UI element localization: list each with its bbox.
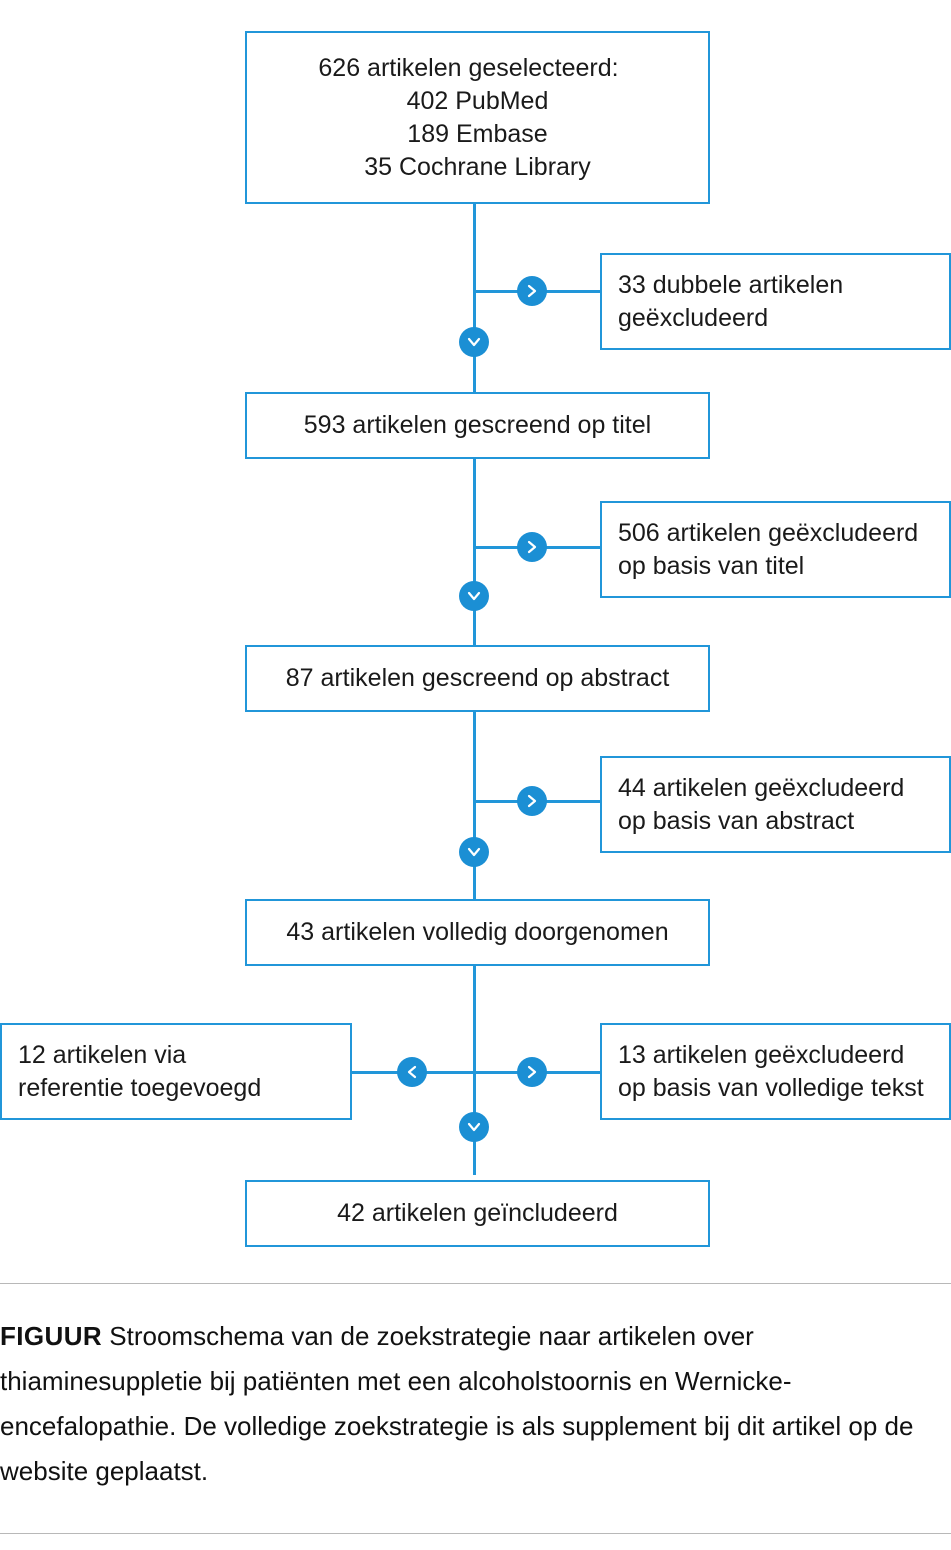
node-line: op basis van volledige tekst: [618, 1073, 924, 1102]
arrow-down-icon: [459, 327, 489, 357]
node-fulltext-assessed: 43 artikelen volledig doorgenomen: [245, 899, 710, 966]
node-line: 402 PubMed: [406, 86, 549, 115]
arrow-down-icon: [459, 837, 489, 867]
node-line: 44 artikelen geëxcludeerd: [618, 773, 905, 802]
figure-label: FIGUUR: [0, 1321, 103, 1351]
node-included: 42 artikelen geïncludeerd: [245, 1180, 710, 1247]
flowchart-canvas: 626 artikelen geselecteerd: 402 PubMed 1…: [0, 31, 951, 1247]
node-line: 87 artikelen gescreend op abstract: [285, 664, 670, 692]
node-identified: 626 artikelen geselecteerd: 402 PubMed 1…: [245, 31, 710, 204]
node-line: 33 dubbele artikelen: [618, 270, 844, 299]
arrow-left-icon: [397, 1057, 427, 1087]
node-line: 35 Cochrane Library: [364, 152, 591, 181]
node-excluded-abstract: 44 artikelen geëxcludeerd op basis van a…: [600, 756, 951, 853]
arrow-right-icon: [517, 1057, 547, 1087]
node-excluded-title: 506 artikelen geëxcludeerd op basis van …: [600, 501, 951, 598]
node-line: 43 artikelen volledig doorgenomen: [286, 918, 669, 946]
arrow-right-icon: [517, 532, 547, 562]
caption-bottom-rule: [0, 1533, 951, 1534]
node-line: geëxcludeerd: [618, 303, 769, 332]
connector-spine-2: [473, 459, 476, 649]
connector-spine-3: [473, 712, 476, 902]
arrow-right-icon: [517, 276, 547, 306]
node-line: op basis van abstract: [618, 806, 855, 835]
node-line: 189 Embase: [407, 119, 548, 148]
node-excluded-duplicates: 33 dubbele artikelen geëxcludeerd: [600, 253, 951, 350]
connector-spine-4: [473, 966, 476, 1175]
figure-caption: FIGUUR Stroomschema van de zoekstrategie…: [0, 1284, 951, 1494]
node-line: 593 artikelen gescreend op titel: [303, 411, 652, 439]
node-line: 506 artikelen geëxcludeerd: [618, 518, 919, 547]
node-line: 626 artikelen geselecteerd:: [318, 53, 619, 82]
node-line: 42 artikelen geïncludeerd: [337, 1199, 618, 1227]
node-screened-title: 593 artikelen gescreend op titel: [245, 392, 710, 459]
node-identified-text: 626 artikelen geselecteerd: 402 PubMed 1…: [318, 52, 618, 184]
node-screened-abstract: 87 artikelen gescreend op abstract: [245, 645, 710, 712]
node-excluded-fulltext: 13 artikelen geëxcludeerd op basis van v…: [600, 1023, 951, 1120]
node-line: op basis van titel: [618, 551, 805, 580]
node-line: referentie toegevoegd: [18, 1073, 262, 1102]
figure-caption-block: FIGUUR Stroomschema van de zoekstrategie…: [0, 1283, 951, 1494]
caption-top-rule: [0, 1283, 951, 1284]
arrow-right-icon: [517, 786, 547, 816]
connector-spine-1: [473, 204, 476, 392]
figure-caption-text: Stroomschema van de zoekstrategie naar a…: [0, 1321, 914, 1486]
node-line: 13 artikelen geëxcludeerd: [618, 1040, 905, 1069]
arrow-down-icon: [459, 1112, 489, 1142]
arrow-down-icon: [459, 581, 489, 611]
node-line: 12 artikelen via: [18, 1040, 187, 1069]
node-added-reference: 12 artikelen via referentie toegevoegd: [0, 1023, 352, 1120]
